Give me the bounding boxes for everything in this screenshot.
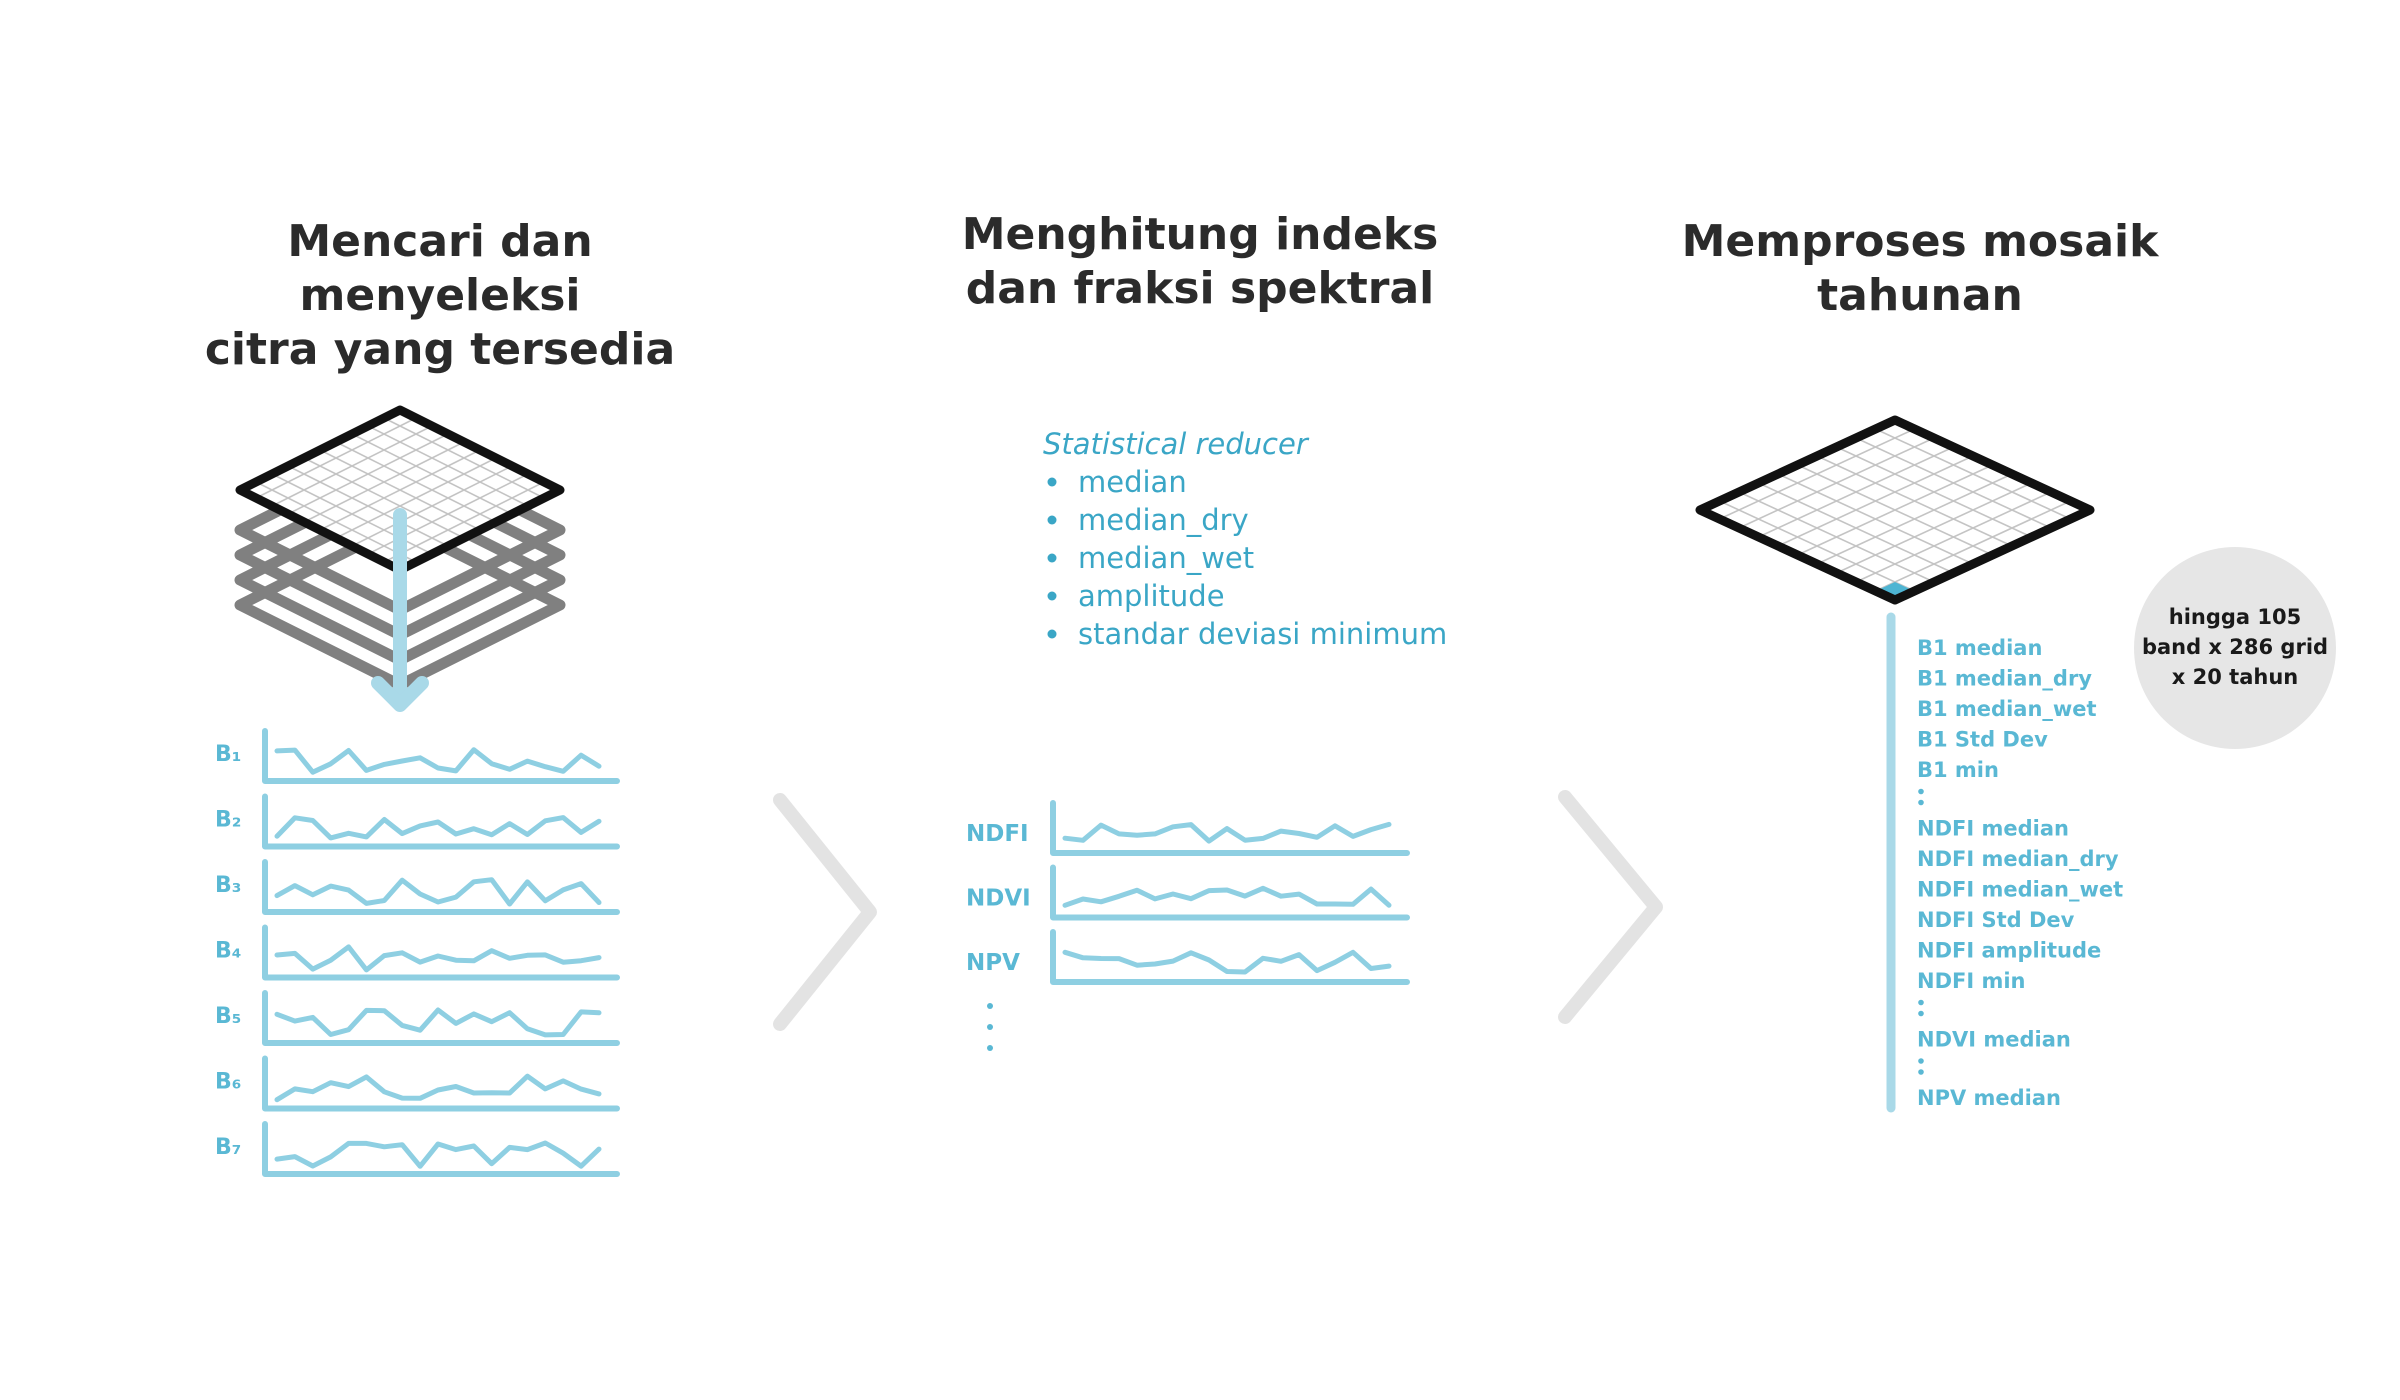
band-timeseries-list: B₁ B₂ B₃ B₄ B₅ B₆ B₇ <box>215 728 620 1177</box>
badge-line: hingga 105 <box>2169 605 2301 629</box>
ellipsis-dot-icon <box>1918 1010 1924 1017</box>
reducer-item: median_dry <box>1078 503 1249 537</box>
band-label: B₁ <box>215 742 241 767</box>
mosaic-band-item: NPV median <box>1917 1086 2061 1110</box>
mosaic-band-item: B1 median_wet <box>1917 697 2097 721</box>
mosaic-band-item: NDFI Std Dev <box>1917 908 2075 932</box>
step3-title-line1: Memproses mosaik tahunan <box>1681 216 2159 321</box>
band-label: B₆ <box>215 1070 241 1095</box>
step2-title: Menghitung indeks dan fraksi spektral <box>900 208 1500 316</box>
down-arrow-icon <box>371 508 429 712</box>
band-sparkline <box>262 990 620 1046</box>
summary-badge: hingga 105 band x 286 grid x 20 tahun <box>2134 547 2336 749</box>
band-sparkline <box>262 1121 620 1177</box>
index-label: NPV <box>966 950 1020 976</box>
step3-title: Memproses mosaik tahunan <box>1580 215 2260 323</box>
band-label: B₅ <box>215 1004 241 1029</box>
band-label: B₄ <box>215 939 241 964</box>
index-sparkline <box>1050 929 1410 985</box>
mosaic-grid-icon <box>1695 415 2095 605</box>
mosaic-band-item: B1 median_dry <box>1917 667 2092 691</box>
bullet-icon <box>1047 515 1057 525</box>
band-sparkline <box>262 793 620 850</box>
reducer-heading: Statistical reducer <box>1043 427 1310 461</box>
ellipsis-dot-icon <box>1918 999 1924 1006</box>
band-sparkline <box>262 728 620 784</box>
step1-title: Mencari dan menyeleksi citra yang tersed… <box>140 215 740 377</box>
mosaic-band-item: B1 min <box>1917 758 1999 782</box>
ellipsis-dot-icon <box>1918 1058 1924 1064</box>
index-sparkline <box>1050 864 1410 921</box>
bullet-icon <box>1047 629 1057 639</box>
mosaic-band-list: B1 median B1 median_dry B1 median_wet B1 St… <box>1917 636 2123 1110</box>
flow-arrow-icon <box>1558 790 1663 1024</box>
mosaic-band-item: NDFI median_dry <box>1917 847 2119 871</box>
vertical-ellipsis-icon <box>987 1003 993 1051</box>
step2-title-line2: dan fraksi spektral <box>965 263 1435 314</box>
flow-arrow-icon <box>773 793 877 1031</box>
mosaic-band-item: NDFI median_wet <box>1917 878 2123 902</box>
ellipsis-dot-icon <box>1918 788 1924 795</box>
image-stack-icon <box>234 405 566 712</box>
ellipsis-dot-icon <box>1918 799 1924 806</box>
band-label: B₇ <box>215 1135 241 1160</box>
ellipsis-dot-icon <box>1918 1069 1924 1075</box>
index-sparkline <box>1050 800 1410 856</box>
reducer-item: median <box>1078 465 1187 499</box>
band-label: B₃ <box>215 873 241 898</box>
step1-title-line1: Mencari dan menyeleksi <box>287 216 593 321</box>
mosaic-band-item: NDFI min <box>1917 969 2026 993</box>
band-label: B₂ <box>215 808 241 833</box>
index-label: NDFI <box>966 821 1029 847</box>
reducer-item: median_wet <box>1078 541 1254 575</box>
bullet-icon <box>1047 477 1057 487</box>
mosaic-band-item: NDVI median <box>1917 1028 2071 1052</box>
bullet-icon <box>1047 553 1057 563</box>
mosaic-band-item: B1 median <box>1917 636 2042 660</box>
mosaic-band-item: NDFI median <box>1917 817 2069 841</box>
band-sparkline <box>262 924 620 981</box>
reducer-item: amplitude <box>1078 579 1225 613</box>
bullet-icon <box>1047 591 1057 601</box>
step1-title-line2: citra yang tersedia <box>204 324 676 375</box>
step2-title-line1: Menghitung indeks <box>961 209 1439 260</box>
band-sparkline <box>262 1055 620 1112</box>
statistical-reducer-list: Statistical reducer median median_drymedi… <box>1043 427 1447 651</box>
mosaic-band-item: NDFI amplitude <box>1917 939 2101 963</box>
badge-line: x 20 tahun <box>2172 665 2298 689</box>
index-timeseries-list: NDFI NDVI NPV <box>966 800 1410 985</box>
badge-line: band x 286 grid <box>2142 635 2328 659</box>
mosaic-band-item: B1 Std Dev <box>1917 728 2048 752</box>
reducer-item: standar deviasi minimum <box>1078 617 1447 651</box>
index-label: NDVI <box>966 886 1031 912</box>
band-sparkline <box>262 859 620 915</box>
